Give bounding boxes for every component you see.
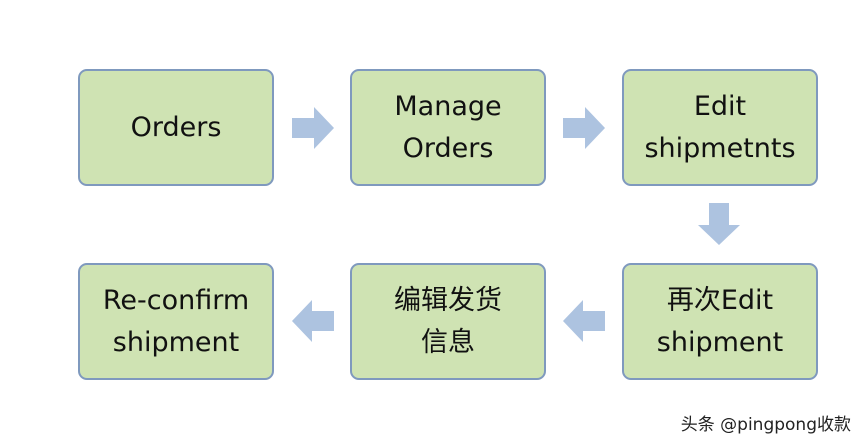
arrow-down-icon <box>698 203 740 245</box>
step-edit-shipments: Edit shipmetnts <box>622 69 818 186</box>
step-edit-shipping-info: 编辑发货 信息 <box>350 263 546 380</box>
step-label: Edit shipmetnts <box>644 90 796 164</box>
step-label: 编辑发货 信息 <box>394 284 502 358</box>
step-manage-orders: Manage Orders <box>350 69 546 186</box>
step-re-edit-shipment: 再次Edit shipment <box>622 263 818 380</box>
step-label: Manage Orders <box>394 90 502 164</box>
step-label: Re-confirm shipment <box>102 284 250 358</box>
arrow-left-icon <box>563 300 605 342</box>
arrow-left-icon <box>292 300 334 342</box>
arrow-right-icon <box>563 107 605 149</box>
watermark: 头条 @pingpong收款 <box>680 415 851 435</box>
arrow-right-icon <box>292 107 334 149</box>
step-orders: Orders <box>78 69 274 186</box>
step-label: 再次Edit shipment <box>656 284 784 358</box>
step-reconfirm-shipment: Re-confirm shipment <box>78 263 274 380</box>
step-label: Orders <box>130 111 222 143</box>
